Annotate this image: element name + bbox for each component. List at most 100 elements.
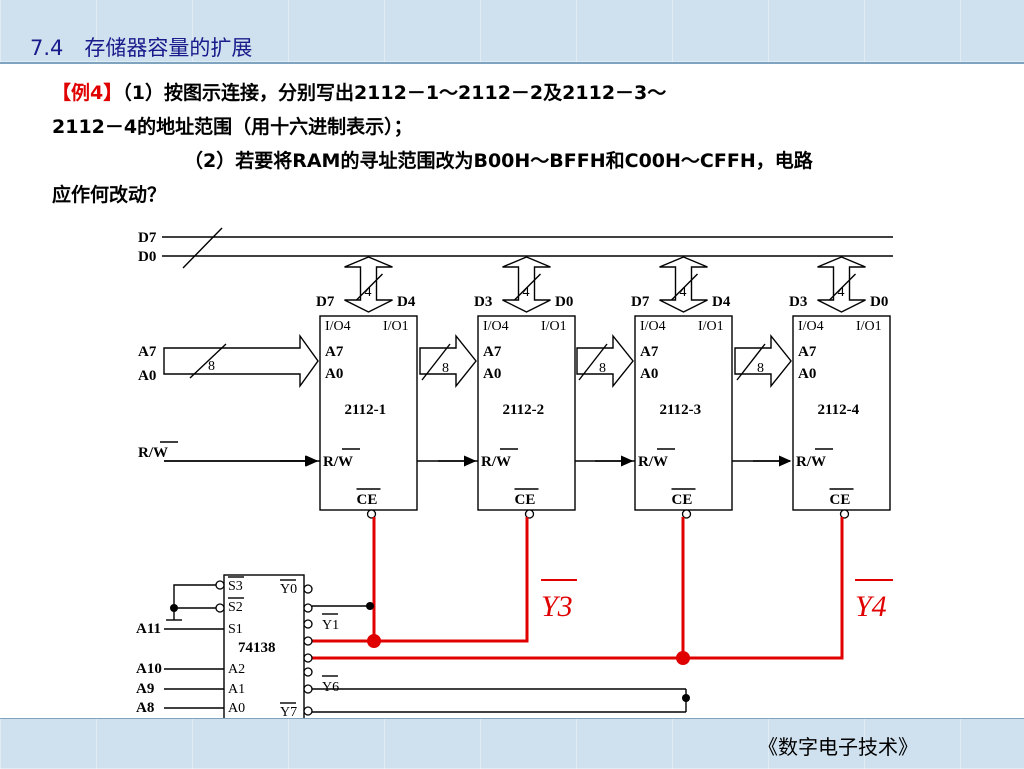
decoder-pin-a0: A0 [228,701,245,716]
part2-line2: 应作何改动？ [52,184,167,206]
chip-2-data-lo: D0 [555,294,573,310]
chip-4-ce: CE [830,492,851,508]
section-title: 7.4 存储器容量的扩展 [30,36,253,60]
decoder-74138 [223,574,305,721]
problem-line-1: 【例4】（1）按图示连接，分别写出2112－1～2112－2及2112－3～ [52,76,982,110]
chip-2-data-slash [514,273,541,301]
chip-4-data-slash [829,273,856,301]
addr-label-a0: A0 [138,368,156,384]
chip-2-data-width: 4 [523,285,530,300]
ce3-wire [307,517,685,660]
decoder-out-y6: Y6 [322,680,339,695]
chip-4-data-width: 4 [838,285,845,300]
chip-2-addr-hi: A7 [483,344,502,360]
chip-2-addr-slash [421,343,451,381]
chip-4-name: 2112-4 [818,402,860,418]
chip-2-rw: R/W [481,454,511,470]
y6-junction [682,694,690,702]
example-label: 【例4】 [52,82,123,104]
part1-line2: 2112－4的地址范围（用十六进制表示）； [52,116,413,138]
chip-4-ce-bubble [839,509,850,519]
chip-3-data-hi: D7 [631,294,650,310]
chip-1-data-arrow [344,256,393,313]
part1-line1: （1）按图示连接，分别写出2112－1～2112－2及2112－3～ [122,82,667,104]
decoder-pin-s3: S3 [228,579,243,594]
chip-3-name: 2112-3 [660,402,702,418]
decoder-pin-s1: S1 [228,622,243,637]
chip-4-io-left: I/O4 [798,319,824,334]
chip-1-name: 2112-1 [345,402,387,418]
chip-4-addr-hi: A7 [798,344,817,360]
addr-label-a7: A7 [138,344,157,360]
y2-junction [366,602,374,610]
chip-3-addr-width: 8 [599,361,606,376]
s2-bubble [215,603,225,613]
header-band: 7.4 存储器容量的扩展 [0,0,1024,64]
chip-1-addr-hi: A7 [325,344,344,360]
decoder-pin-a2: A2 [228,662,245,677]
chip-1-io-left: I/O4 [325,319,351,334]
chip-4-body [792,315,891,511]
decoder-out-y7: Y7 [280,705,297,720]
chip-2-io-right: I/O1 [541,319,567,334]
chip-4-data-arrow [817,256,866,313]
chip-1-addr-lo: A0 [325,366,343,382]
decoder-output-bubbles [303,584,313,716]
chip-4-data-hi: D3 [789,294,807,310]
chip-3-addr-hi: A7 [640,344,659,360]
decoder-out-y0: Y0 [280,582,297,597]
ce2-wire [374,517,529,643]
chip-1-ce: CE [357,492,378,508]
chip-2-body [477,315,576,511]
decoder-pin-s2: S2 [228,600,243,615]
chip-2-ce-bubble [524,509,535,519]
data-bus-slash [182,227,223,269]
chip-3-data-width: 4 [680,285,687,300]
chip-1-data-hi: D7 [316,294,335,310]
chip-3-io-left: I/O4 [640,319,666,334]
chip-2-name: 2112-2 [503,402,545,418]
chip-2-io-left: I/O4 [483,319,509,334]
address-bus-width: 8 [208,359,215,374]
s3-bubble [215,580,225,590]
chip-1-io-right: I/O1 [383,319,409,334]
chip-3-addr-lo: A0 [640,366,658,382]
decoder-input-a11: A11 [136,621,161,637]
chip-3-io-right: I/O1 [698,319,724,334]
chip-3-ce-bubble [681,509,692,519]
course-name: 《数字电子技术》 [758,735,918,759]
problem-text: 【例4】（1）按图示连接，分别写出2112－1～2112－2及2112－3～ 2… [52,76,982,212]
rw-input-label: R/W [138,445,168,461]
chip-1-rw: R/W [323,454,353,470]
chip-4-rw: R/W [796,454,826,470]
data-bus-label-d0: D0 [138,249,156,265]
chip-4-addr-slash [736,343,766,381]
chip-4-addr-lo: A0 [798,366,816,382]
chip-4-io-right: I/O1 [856,319,882,334]
decoder-input-a8: A8 [136,700,154,716]
chip-2-data-arrow [502,256,551,313]
chip-3-data-lo: D4 [712,294,731,310]
part2-line1: （2）若要将RAM的寻址范围改为B00H～BFFH和C00H～CFFH，电路 [184,150,813,172]
address-bus-slash [189,343,227,379]
chip-1-data-slash [356,273,383,301]
chip-2-data-hi: D3 [474,294,492,310]
decoder-input-a10: A10 [136,661,162,677]
chip-3-data-slash [671,273,698,301]
chip-1-body [319,315,418,511]
chip-4-data-lo: D0 [870,294,888,310]
annotation-y3: Y3 [541,590,573,623]
chip-4-addr-width: 8 [757,361,764,376]
decoder-out-y1: Y1 [322,618,339,633]
footer-band: 《数字电子技术》 [0,718,1024,769]
decoder-input-a9: A9 [136,681,154,697]
junction-y4 [676,651,690,665]
chip-1-data-lo: D4 [397,294,416,310]
chip-3-data-arrow [659,256,708,313]
chip-1-data-width: 4 [365,285,372,300]
s3-wire [173,584,216,608]
chip-2-ce: CE [515,492,536,508]
chip-3-ce: CE [672,492,693,508]
